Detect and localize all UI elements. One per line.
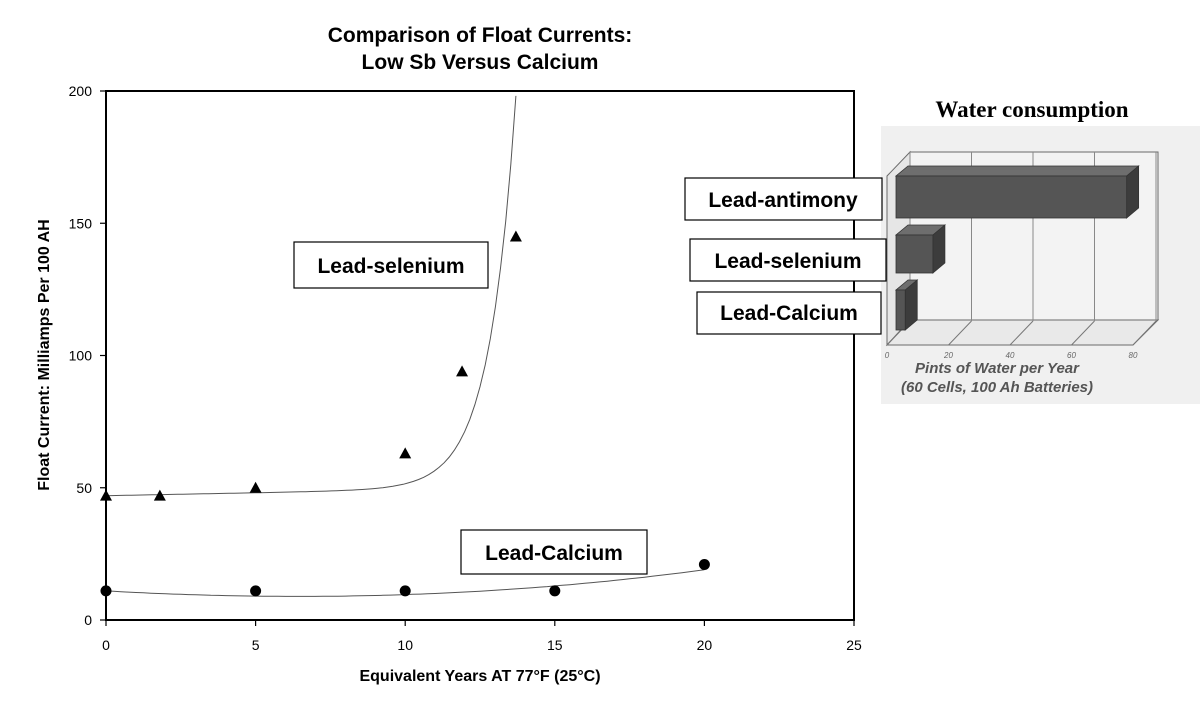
water-x-tick-label: 20 bbox=[943, 351, 953, 360]
y-tick-label: 0 bbox=[84, 612, 92, 628]
x-axis-label: Equivalent Years AT 77°F (25°C) bbox=[359, 668, 600, 685]
data-point-circle bbox=[399, 585, 411, 597]
trendlines bbox=[105, 95, 705, 597]
water-x-axis-label: Pints of Water per Year bbox=[915, 360, 1080, 377]
water-bar-top bbox=[894, 165, 1140, 177]
x-tick-label: 10 bbox=[397, 637, 413, 653]
floor-gridline bbox=[1071, 320, 1095, 346]
water-x-ticks: 0 20 40 60 80 bbox=[885, 351, 1138, 360]
water-bar bbox=[894, 165, 1140, 219]
data-point-circle bbox=[100, 585, 112, 597]
category-label-box bbox=[689, 238, 887, 282]
category-label-box bbox=[684, 177, 883, 221]
chart-title: Comparison of Float Currents: bbox=[328, 24, 633, 47]
series-label-lead-calcium: Lead-Calcium bbox=[460, 529, 648, 575]
water-bar bbox=[894, 279, 919, 331]
data-point-triangle bbox=[509, 230, 522, 242]
trendline-lead-selenium bbox=[105, 95, 517, 497]
category-label-text: Lead-Calcium bbox=[720, 302, 858, 325]
water-bar-front bbox=[895, 234, 934, 274]
series-label-lead-selenium: Lead-selenium bbox=[293, 241, 489, 289]
x-tick-label: 20 bbox=[697, 637, 713, 653]
y-tick-label: 200 bbox=[69, 83, 93, 99]
water-x-tick-label: 0 bbox=[885, 351, 890, 360]
y-axis-label: Float Current: Milliamps Per 100 AH bbox=[36, 219, 53, 490]
floor-gridline bbox=[948, 320, 972, 346]
category-label-lead-antimony: Lead-antimony bbox=[684, 177, 883, 221]
data-point-triangle bbox=[153, 489, 166, 501]
category-label-lead-calcium: Lead-Calcium bbox=[696, 291, 882, 335]
water-x-tick-label: 60 bbox=[1067, 351, 1076, 360]
chart-subtitle: Low Sb Versus Calcium bbox=[362, 51, 599, 74]
water-bar bbox=[894, 224, 947, 274]
data-point-circle bbox=[698, 558, 710, 570]
water-bar-front bbox=[895, 289, 906, 331]
category-label-text: Lead-antimony bbox=[708, 189, 858, 212]
data-point-triangle bbox=[399, 447, 412, 459]
water-x-tick-label: 40 bbox=[1006, 351, 1015, 360]
series-label-text: Lead-selenium bbox=[317, 255, 464, 278]
data-point-circle bbox=[549, 585, 561, 597]
series-label-box bbox=[293, 241, 489, 289]
y-tick-label: 150 bbox=[69, 215, 93, 231]
data-point-triangle bbox=[456, 365, 469, 377]
series-label-text: Lead-Calcium bbox=[485, 542, 623, 565]
y-tick-label: 50 bbox=[76, 480, 92, 496]
water-x-tick-label: 80 bbox=[1129, 351, 1138, 360]
float-current-chart: Comparison of Float Currents: Low Sb Ver… bbox=[36, 24, 862, 685]
series-label-box bbox=[460, 529, 648, 575]
category-label-box bbox=[696, 291, 882, 335]
y-tick-label: 100 bbox=[69, 348, 93, 364]
water-chart-title: Water consumption bbox=[935, 97, 1128, 122]
axis-ticks: 0 5 10 15 20 25 0 50 100 150 200 bbox=[69, 83, 862, 653]
data-point-triangle bbox=[249, 481, 262, 493]
water-bars bbox=[894, 165, 1140, 331]
x-tick-label: 25 bbox=[846, 637, 862, 653]
data-point-circle bbox=[250, 585, 262, 597]
water-x-axis-label-2: (60 Cells, 100 Ah Batteries) bbox=[901, 379, 1093, 396]
category-label-lead-selenium: Lead-selenium bbox=[689, 238, 887, 282]
floor-gridline bbox=[1132, 320, 1157, 346]
x-tick-label: 0 bbox=[102, 637, 110, 653]
data-markers bbox=[100, 230, 710, 597]
data-point-triangle bbox=[100, 489, 112, 501]
category-label-text: Lead-selenium bbox=[714, 250, 861, 273]
water-consumption-chart: Water consumption 0 20 40 60 80 Pints of Wat… bbox=[684, 97, 1200, 404]
x-tick-label: 15 bbox=[547, 637, 563, 653]
x-tick-label: 5 bbox=[252, 637, 260, 653]
floor-gridline bbox=[1009, 320, 1034, 346]
water-bar-front bbox=[895, 175, 1128, 219]
